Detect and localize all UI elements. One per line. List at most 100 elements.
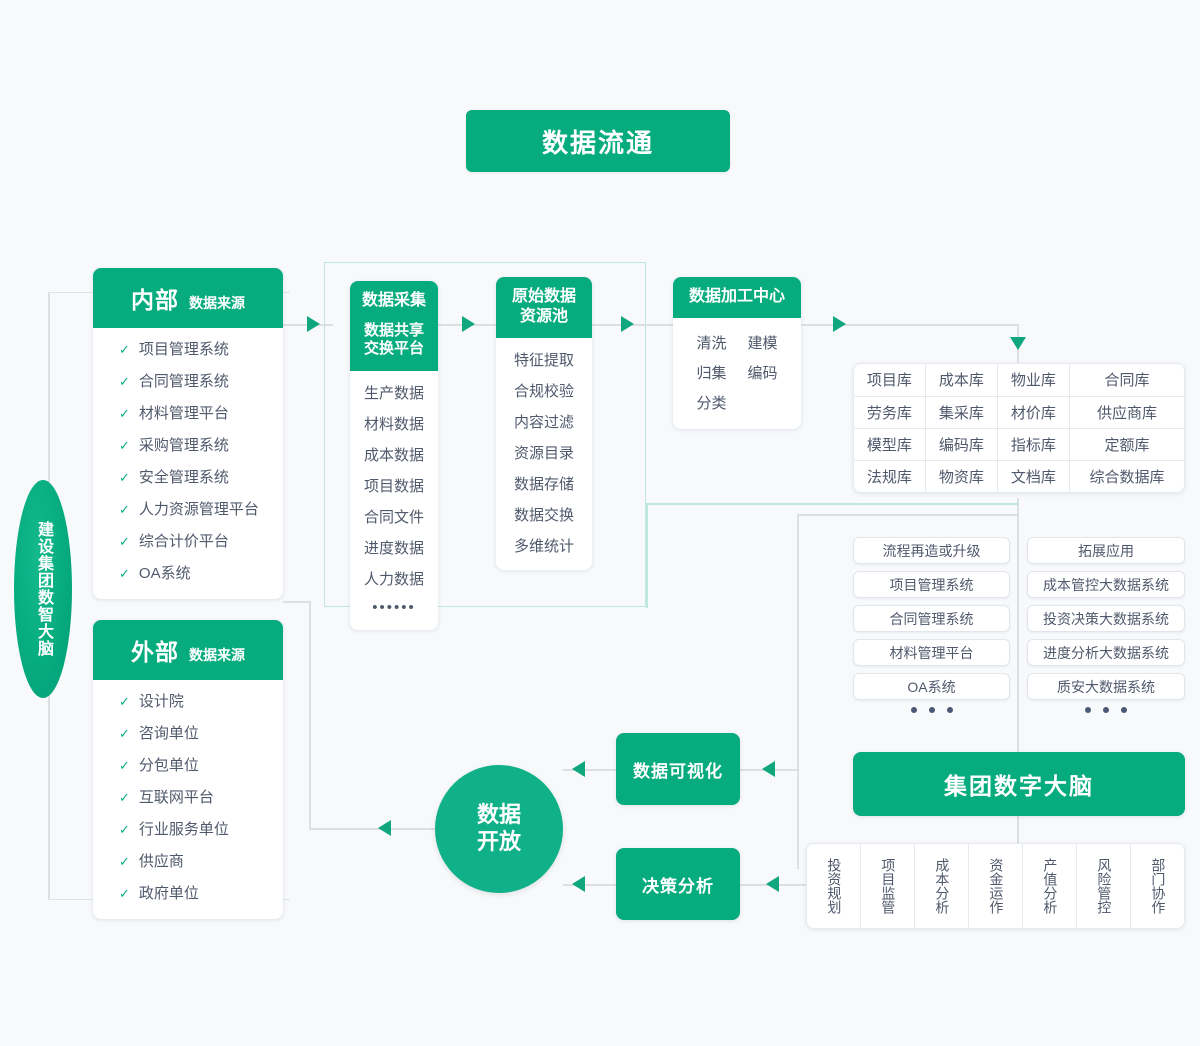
application-right-pill[interactable]: 质安大数据系统 (1027, 673, 1185, 700)
database-grid: 项目库成本库物业库合同库劳务库集采库材价库供应商库模型库编码库指标库定额库法规库… (853, 363, 1185, 493)
capability-cell[interactable]: 产值分析 (1023, 844, 1077, 928)
process-item: 清洗 (696, 335, 727, 352)
application-left-pill[interactable]: 合同管理系统 (853, 605, 1010, 632)
raw-data-pool-item: 特征提取 (513, 352, 574, 369)
external-source-item: ✓供应商 (119, 854, 283, 869)
internal-source-item: ✓ 人力资源管理平台 (119, 502, 283, 517)
database-cell[interactable]: 法规库 (854, 459, 926, 492)
check-icon: ✓ (119, 726, 130, 741)
external-source-item-label: 咨询单位 (138, 725, 199, 742)
check-icon: ✓ (119, 406, 130, 421)
capability-cell[interactable]: 资金运作 (969, 844, 1023, 928)
internal-source-item-label: 项目管理系统 (138, 341, 229, 358)
raw-data-pool-list: 特征提取合规校验内容过滤资源目录数据存储数据交换多维统计 (496, 338, 592, 570)
open-data-circle: 数据 开放 (435, 765, 563, 893)
internal-source-item-label: 采购管理系统 (138, 437, 229, 454)
check-icon: ✓ (119, 438, 130, 453)
internal-source-item-label: 安全管理系统 (138, 469, 229, 486)
capability-cell[interactable]: 部门协作 (1131, 844, 1184, 928)
data-collection-item: 材料数据 (363, 415, 424, 433)
external-source-item: ✓政府单位 (119, 886, 283, 901)
internal-sources-list: ✓项目管理系统✓合同管理系统✓材料管理平台✓采购管理系统✓安全管理系统✓人力资源… (93, 328, 283, 599)
dot-indicator-icon (1085, 707, 1091, 713)
check-icon: ✓ (119, 534, 130, 549)
database-cell[interactable]: 物业库 (996, 364, 1070, 397)
external-sources-card: 外部 数据来源 ✓设计院✓咨询单位✓分包单位✓互联网平台✓行业服务单位✓供应商✓… (93, 620, 283, 919)
external-source-item-label: 互联网平台 (138, 789, 214, 806)
application-right-pill[interactable]: 拓展应用 (1027, 537, 1185, 564)
internal-source-item-label: 综合计价平台 (138, 533, 229, 550)
raw-data-pool-title-line1: 原始数据 (511, 288, 576, 305)
connector-apps-left-vertical (797, 514, 799, 869)
database-cell[interactable]: 合同库 (1068, 364, 1184, 397)
applications-right-dots (1027, 707, 1185, 713)
internal-source-item: ✓ 综合计价平台 (119, 534, 283, 549)
capability-cell[interactable]: 成本分析 (915, 844, 969, 928)
internal-source-item: ✓材料管理平台 (119, 406, 283, 421)
check-icon: ✓ (119, 342, 130, 357)
connector-brain-to-strip (1017, 816, 1019, 843)
database-cell[interactable]: 综合数据库 (1068, 459, 1184, 492)
database-cell[interactable]: 指标库 (996, 427, 1070, 461)
internal-source-item-label: 人力资源管理平台 (138, 501, 259, 518)
capability-label: 项目监管 (880, 858, 897, 914)
check-icon: ✓ (119, 790, 130, 805)
database-cell[interactable]: 供应商库 (1068, 395, 1184, 429)
data-collection-subtitle-line2: 交换平台 (363, 340, 424, 358)
database-cell[interactable]: 编码库 (924, 427, 998, 461)
application-right-pill[interactable]: 成本管控大数据系统 (1027, 571, 1185, 598)
arrow-process-right-icon (833, 316, 846, 332)
open-data-line2: 开放 (476, 829, 521, 854)
database-cell[interactable]: 材价库 (996, 395, 1070, 429)
database-cell[interactable]: 项目库 (854, 364, 926, 397)
arrow-decision-to-circle-icon (572, 876, 585, 892)
data-processing-center-items: 清洗建模归集编码分类 (673, 318, 801, 429)
capability-label: 部门协作 (1150, 858, 1167, 914)
internal-header-subtitle: 数据来源 (189, 295, 245, 311)
applications-left-column: 流程再造或升级项目管理系统合同管理系统材料管理平台 OA系统 (853, 537, 1010, 713)
internal-source-item: ✓ 安全管理系统 (119, 470, 283, 485)
process-item: 编码 (747, 365, 778, 382)
database-cell[interactable]: 集采库 (924, 395, 998, 429)
data-collection-item: 成本数据 (363, 446, 424, 464)
connector-teal-vertical (646, 503, 648, 608)
database-cell[interactable]: 成本库 (924, 364, 998, 397)
external-header-title: 外部 (131, 639, 179, 665)
application-right-pill[interactable]: 投资决策大数据系统 (1027, 605, 1185, 632)
database-cell[interactable]: 文档库 (996, 459, 1070, 492)
check-icon: ✓ (119, 470, 130, 485)
connector-apps-top (797, 514, 1018, 516)
capability-cell[interactable]: 投资规划 (807, 844, 861, 928)
internal-sources-header: 内部 数据来源 (93, 268, 283, 328)
capability-cell[interactable]: 风险管控 (1077, 844, 1131, 928)
application-left-pill[interactable]: 流程再造或升级 (853, 537, 1010, 564)
check-icon: ✓ (119, 694, 130, 709)
raw-data-pool-item: 内容过滤 (513, 414, 574, 431)
application-left-pill[interactable]: OA系统 (853, 673, 1010, 700)
internal-source-item: ✓ 项目管理系统 (119, 342, 283, 357)
group-digital-brain-box: 集团数字大脑 (853, 752, 1185, 816)
connector-sources-return-vertical (309, 601, 311, 829)
internal-source-item: ✓ 采购管理系统 (119, 438, 283, 453)
connector-circle-to-sources (309, 828, 435, 830)
application-right-pill[interactable]: 进度分析大数据系统 (1027, 639, 1185, 666)
internal-sources-card: 内部 数据来源 ✓项目管理系统✓合同管理系统✓材料管理平台✓采购管理系统✓安全管… (93, 268, 283, 599)
application-left-pill[interactable]: 项目管理系统 (853, 571, 1010, 598)
dot-indicator-icon (1121, 707, 1127, 713)
database-cell[interactable]: 物资库 (924, 459, 998, 492)
database-row: 劳务库集采库材价库供应商库 (854, 395, 1184, 429)
database-cell[interactable]: 定额库 (1068, 427, 1184, 461)
database-cell[interactable]: 劳务库 (854, 395, 926, 429)
database-row: 法规库物资库文档库综合数据库 (854, 459, 1184, 492)
database-row: 模型库编码库指标库定额库 (854, 427, 1184, 461)
arrow-viz-to-circle-icon (572, 761, 585, 777)
raw-data-pool-item: 资源目录 (513, 445, 574, 462)
check-icon: ✓ (119, 502, 130, 517)
external-source-item-label: 行业服务单位 (138, 821, 229, 838)
data-collection-subtitle: 数据共享 交换平台 (350, 322, 438, 371)
capability-cell[interactable]: 项目监管 (861, 844, 915, 928)
database-cell[interactable]: 模型库 (854, 427, 926, 461)
data-collection-item: 合同文件 (363, 508, 424, 526)
decision-analysis-box: 决策分析 (616, 848, 740, 920)
application-left-pill[interactable]: 材料管理平台 (853, 639, 1010, 666)
